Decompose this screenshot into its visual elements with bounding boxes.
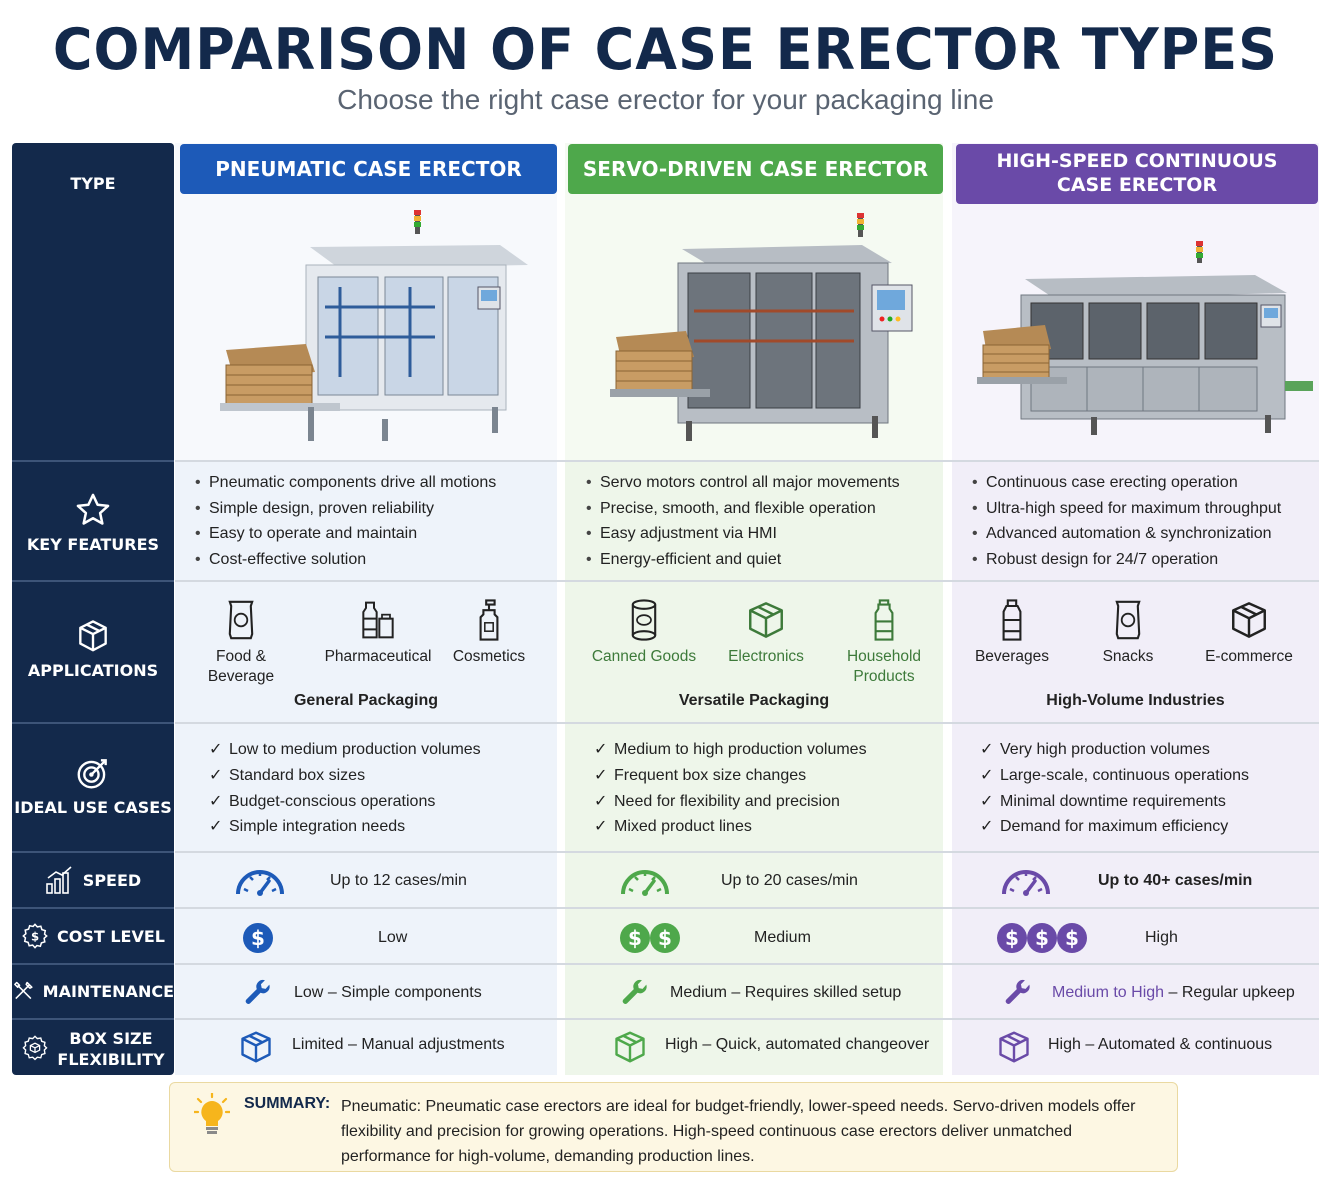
summary-text: Pneumatic: Pneumatic case erectors are i… xyxy=(341,1098,1136,1165)
box-gear-icon xyxy=(22,1035,48,1061)
bar-chart-icon xyxy=(45,866,72,894)
app-cosmetics: Cosmetics xyxy=(429,599,549,667)
snack-bag-icon-2 xyxy=(1115,600,1141,640)
flex-box-icon xyxy=(241,1031,271,1063)
electronics-box-icon xyxy=(749,602,783,638)
app-food-beverage: Food & Beverage xyxy=(181,599,301,687)
wrench-icon xyxy=(245,979,270,1004)
cosmetic-bottle-icon xyxy=(479,599,499,641)
servo-machine-image xyxy=(610,213,913,441)
svg-text:$: $ xyxy=(1035,926,1049,950)
app-e-commerce: E-commerce xyxy=(1189,599,1309,667)
flex-servo: High – Quick, automated changeover xyxy=(665,1036,930,1053)
app-pharmaceutical: Pharmaceutical xyxy=(318,599,438,667)
gauge-icon-high-speed xyxy=(1002,870,1050,896)
svg-text:$: $ xyxy=(1005,926,1019,950)
page-subtitle: Choose the right case erector for your p… xyxy=(337,84,994,115)
speed-servo: Up to 20 cases/min xyxy=(721,872,858,889)
cost-gear-icon: $ xyxy=(22,923,48,949)
maintenance-high-speed: Medium to High – Regular upkeep xyxy=(1052,984,1295,1001)
svg-text:$: $ xyxy=(251,926,265,950)
cost-servo: Medium xyxy=(754,929,811,946)
beverage-bottle-icon xyxy=(1002,599,1022,641)
features-high-speed: Continuous case erecting operationUltra-… xyxy=(972,470,1281,572)
snack-bag-icon xyxy=(228,600,254,640)
app-snacks: Snacks xyxy=(1068,599,1188,667)
medicine-bottles-icon xyxy=(362,601,394,639)
speed-high-speed: Up to 40+ cases/min xyxy=(1098,872,1253,889)
target-icon xyxy=(77,759,107,789)
cost-pneumatic: Low xyxy=(378,929,408,946)
flex-high-speed: High – Automated & continuous xyxy=(1048,1036,1273,1053)
wrench-icon-high-speed xyxy=(1005,979,1030,1004)
box-icon xyxy=(79,620,107,652)
label-maintenance: MAINTENANCE xyxy=(12,976,174,1006)
household-bottle-icon xyxy=(874,599,894,641)
features-servo: Servo motors control all major movements… xyxy=(586,470,900,572)
label-applications: APPLICATIONS xyxy=(12,617,174,680)
maintenance-pneumatic: Low – Simple components xyxy=(294,984,482,1001)
use-cases-high-speed: Very high production volumesLarge-scale,… xyxy=(980,737,1249,840)
dollar-icon-servo: $$ xyxy=(620,923,680,953)
high-speed-machine-image xyxy=(977,241,1313,435)
svg-text:$: $ xyxy=(1065,926,1079,950)
can-icon xyxy=(631,599,657,641)
app-household-products: Household Products xyxy=(824,599,944,687)
wrench-icon-servo xyxy=(622,979,647,1004)
flex-pneumatic: Limited – Manual adjustments xyxy=(292,1036,505,1053)
header-servo: SERVO-DRIVEN CASE ERECTOR xyxy=(568,144,943,194)
app-group-servo: Versatile Packaging xyxy=(678,692,830,709)
tools-icon xyxy=(14,981,33,1000)
svg-text:$: $ xyxy=(31,930,39,944)
app-group-pneumatic: General Packaging xyxy=(293,692,439,709)
dollar-icon: $ xyxy=(243,923,273,953)
lightbulb-icon xyxy=(194,1093,230,1134)
gauge-icon-servo xyxy=(621,870,669,896)
header-pneumatic: PNEUMATIC CASE ERECTOR xyxy=(180,144,557,194)
dollar-icon-high-speed: $ $ $ xyxy=(997,923,1087,953)
app-beverages: Beverages xyxy=(952,599,1072,667)
label-column xyxy=(12,143,174,1075)
speed-pneumatic: Up to 12 cases/min xyxy=(330,872,467,889)
app-canned-goods: Canned Goods xyxy=(584,599,704,667)
use-cases-servo: Medium to high production volumesFrequen… xyxy=(594,737,867,840)
package-icon xyxy=(1232,602,1266,638)
label-ideal-use-cases: IDEAL USE CASES xyxy=(12,754,174,817)
features-pneumatic: Pneumatic components drive all motionsSi… xyxy=(195,470,496,572)
app-electronics: Electronics xyxy=(706,599,826,667)
app-group-high-speed: High-Volume Industries xyxy=(1046,692,1225,709)
star-icon xyxy=(76,493,110,525)
svg-text:$: $ xyxy=(658,926,672,950)
comparison-table: PNEUMATIC CASE ERECTOR SERVO-DRIVEN CASE… xyxy=(12,143,1319,1075)
summary-label: SUMMARY: xyxy=(244,1095,331,1112)
maintenance-servo: Medium – Requires skilled setup xyxy=(670,984,902,1001)
label-cost-level: $ COST LEVEL xyxy=(12,921,174,951)
pneumatic-machine-image xyxy=(220,210,528,441)
label-speed: SPEED xyxy=(12,865,174,895)
gauge-icon xyxy=(236,870,284,896)
page-title: COMPARISON OF CASE ERECTOR TYPES xyxy=(52,16,1279,83)
summary-box: SUMMARY: Pneumatic: Pneumatic case erect… xyxy=(169,1082,1178,1172)
label-type: TYPE xyxy=(70,174,116,193)
use-cases-pneumatic: Low to medium production volumesStandard… xyxy=(209,737,481,840)
svg-text:$: $ xyxy=(628,926,642,950)
flex-box-icon-high-speed xyxy=(999,1031,1029,1063)
flex-box-icon-servo xyxy=(615,1031,645,1063)
cost-high-speed: High xyxy=(1145,929,1178,946)
label-key-features: KEY FEATURES xyxy=(12,491,174,554)
